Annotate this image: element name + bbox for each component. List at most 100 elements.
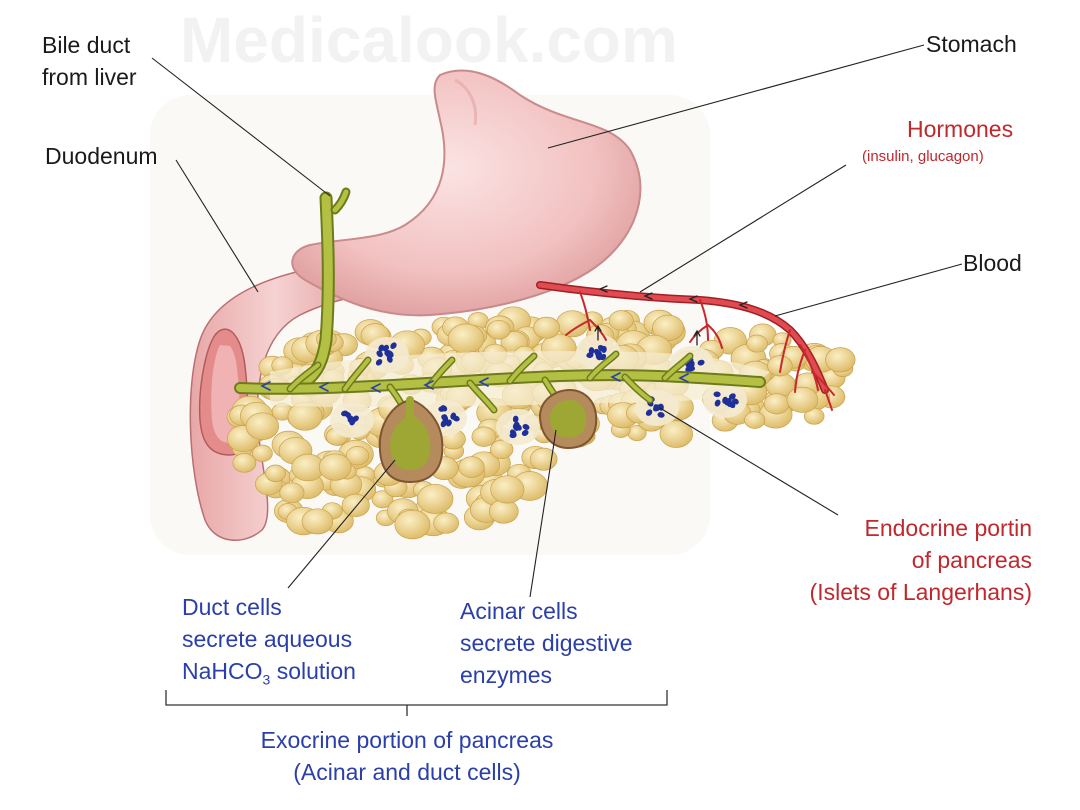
pancreas-lobule [341,493,370,518]
pancreas-lobule [447,323,485,354]
duct-branch-core [508,354,536,383]
label-acinar-cells-line1: Acinar cells [460,598,578,624]
label-exocrine-line2: (Acinar and duct cells) [293,759,521,785]
blood-vessel-branch [579,291,591,331]
formula-solution: solution [270,658,356,684]
label-duct-cells-line1: Duct cells [182,594,282,620]
pancreas-lobule [345,446,370,466]
pancreas-lobule [245,412,279,440]
duct-branch-core [468,381,496,412]
pancreas-lobule [659,420,693,448]
pancreas-lobule [486,319,511,340]
flow-arrow [260,381,271,391]
pancreas-lobule [786,386,819,413]
hormone-release-arrow [693,329,701,346]
pancreas-lobule [533,316,560,339]
label-acinar-cells-line2: secrete digestive [460,630,633,656]
leader-acinar-cells [529,429,557,598]
stomach [291,69,642,317]
blood-flow-arrow [598,285,608,293]
blood-vessel-branch [699,299,709,341]
label-duct-cells: Duct cells secrete aqueous NaHCO3 soluti… [182,591,356,696]
label-acinar-cells: Acinar cells secrete digestive enzymes [460,595,633,691]
formula-subscript: 3 [262,671,271,688]
leader-stomach [547,44,925,149]
flow-arrow [423,380,434,390]
pancreas-lobule [746,334,768,353]
blood-vessel-main-core [537,282,828,393]
flow-arrow [478,377,489,387]
label-endocrine-line1: Endocrine portin [864,515,1033,541]
leader-endocrine [659,407,839,516]
pancreas-lobule [767,355,793,377]
leader-duodenum [175,159,259,293]
label-acinar-cells-line3: enzymes [460,662,553,688]
pancreas-lobule [458,456,485,478]
pancreas-lobule [301,508,334,535]
blood-vessel-branch [779,329,791,373]
pancreas-lobule [433,512,460,534]
pancreas-lobule [265,464,286,482]
label-bile-duct-line1: Bile duct [42,32,131,58]
pancreas-lobule [608,310,634,331]
label-stomach: Stomach [926,31,1017,57]
pancreas-lobule [252,444,273,462]
blood-vessel-branch [707,324,723,349]
pancreas-lobule [490,475,525,504]
flow-arrow [678,373,689,383]
label-bile-duct-line2: from liver [42,64,137,90]
islet [330,402,374,438]
label-exocrine-line1: Exocrine portion of pancreas [260,727,554,753]
label-endocrine: Endocrine portin of pancreas (Islets of … [780,512,1032,608]
label-duodenum: Duodenum [45,143,158,169]
acinus-left [378,396,444,484]
pancreas-lobule [394,509,431,540]
pancreatic-duct [234,350,766,484]
duct-branch-core [288,363,320,391]
label-endocrine-line3: (Islets of Langerhans) [809,579,1032,605]
pancreas-lobule [318,453,352,481]
blood-flow-arrow [643,292,653,300]
label-endocrine-line2: of pancreas [911,547,1032,573]
leader-bile-duct [151,57,331,197]
islet [703,382,747,418]
pancreas-lobule [490,439,514,460]
pancreas-lobule [232,453,257,473]
label-bile-duct: Bile duct from liver [42,29,137,93]
leader-lines [151,44,963,598]
pancreas-lobule [744,411,766,429]
duct-branch-core [623,375,652,402]
blood-vessel-branch [824,389,833,411]
pancreas-lobule [416,483,454,514]
flow-arrow [610,372,621,382]
blood-vessel-branch [811,371,835,396]
blood-vessel-branch [565,319,591,336]
label-blood: Blood [963,250,1022,276]
blood-vessels [536,281,835,411]
leader-blood [774,263,963,317]
hormone-release-arrow [594,324,602,341]
blood-flow-arrow [688,295,698,303]
flow-arrow [318,382,329,392]
blood-flow-arrow [738,301,748,309]
flow-arrow [370,383,381,393]
label-hormones-sub: (insulin, glucagon) [862,148,984,165]
pancreas-lobule [825,347,856,373]
pancreas-lobule [471,426,497,447]
blood-vessel-branch [589,319,607,341]
duct-branch-core [663,354,692,380]
blood-vessel-branch [799,344,819,391]
pancreas-lobule [763,393,790,415]
duct-branch-core [343,358,370,391]
watermark-top: Medicalook.com [180,4,678,76]
blood-vessel-branch [794,349,806,393]
pancreas-lobule [279,482,305,504]
acinus-right [538,388,598,450]
label-hormones: Hormones [907,116,1014,142]
islet [365,337,409,373]
formula-nahco: NaHCO [182,658,263,684]
pancreas-lobule [371,490,394,509]
leader-duct-cells [287,459,396,589]
label-duct-cells-line2: secrete aqueous [182,626,353,652]
